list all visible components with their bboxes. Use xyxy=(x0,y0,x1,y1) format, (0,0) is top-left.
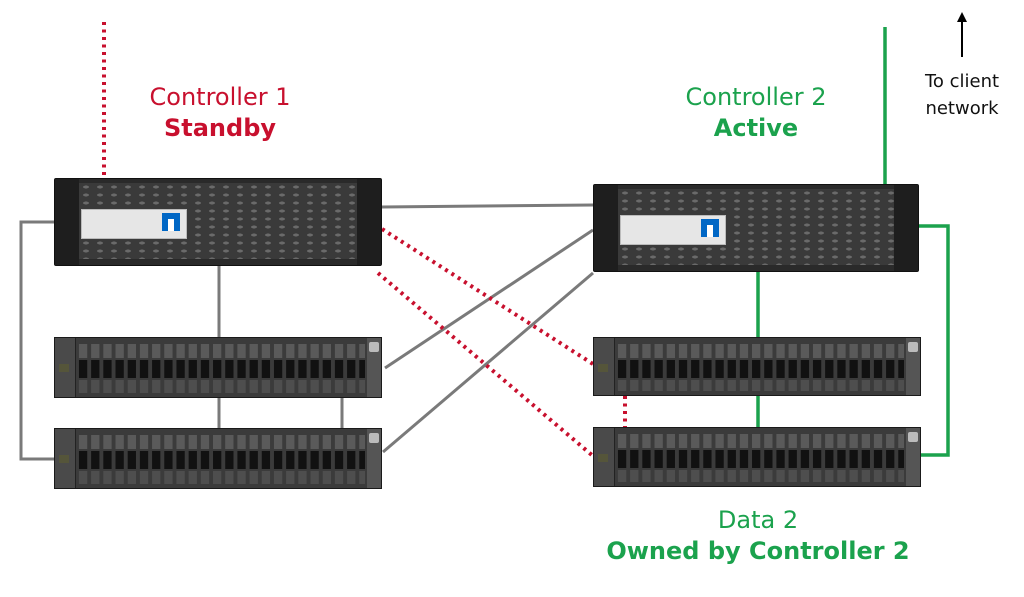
client-network-label: To client network xyxy=(916,68,1008,122)
drive-bays xyxy=(77,433,365,484)
shelf-led-icon xyxy=(598,364,608,372)
chassis-ear-left xyxy=(55,179,79,265)
chassis-ear-right xyxy=(894,185,918,271)
controller-1-title: Controller 1 xyxy=(149,83,291,111)
shelf-right-2[interactable] xyxy=(593,427,921,487)
shelf-led-icon xyxy=(59,455,69,463)
shelf-ear-left xyxy=(55,429,76,488)
arrow-up-head xyxy=(957,12,967,22)
cable-left-loop xyxy=(19,220,56,461)
controller-2-chassis[interactable] xyxy=(593,184,919,272)
shelf-ear-left xyxy=(594,338,615,395)
controller-2-status: Active xyxy=(713,114,799,142)
active-right-loop xyxy=(918,224,950,457)
shelf-button-icon xyxy=(369,342,379,352)
shelf-button-icon xyxy=(908,432,918,442)
controller-2-title: Controller 2 xyxy=(685,83,827,111)
cable-ctrl1-ctrl2 xyxy=(381,203,594,209)
shelf-left-1[interactable] xyxy=(54,337,382,398)
shelf-left-2[interactable] xyxy=(54,428,382,489)
chassis-nameplate xyxy=(620,215,726,245)
chassis-ear-right xyxy=(357,179,381,265)
shelf-button-icon xyxy=(908,342,918,352)
chassis-ear-left xyxy=(594,185,618,271)
drive-bays xyxy=(616,342,904,391)
shelf-led-icon xyxy=(598,454,608,462)
drive-bays xyxy=(616,432,904,482)
shelf-ear-left xyxy=(594,428,615,486)
shelf-led-icon xyxy=(59,364,69,372)
cable-shelf-l2-ctrl2 xyxy=(382,271,594,454)
netapp-logo-icon xyxy=(701,219,719,237)
data-2-title: Data 2 xyxy=(717,506,799,534)
shelf-button-icon xyxy=(369,433,379,443)
standby-ctrl1-shelf-r2 xyxy=(376,271,595,458)
data-2-label: Data 2 Owned by Controller 2 xyxy=(600,505,916,567)
netapp-logo-icon xyxy=(162,213,180,231)
client-network-line2: network xyxy=(925,98,999,119)
drive-bays xyxy=(77,342,365,393)
shelf-ear-right xyxy=(367,338,381,397)
shelf-ear-right xyxy=(367,429,381,488)
controller-1-label: Controller 1 Standby xyxy=(120,82,320,144)
client-network-line1: To client xyxy=(924,71,1000,92)
data-2-owner: Owned by Controller 2 xyxy=(606,537,910,565)
shelf-ear-right xyxy=(906,428,920,486)
chassis-nameplate xyxy=(81,209,187,239)
controller-1-status: Standby xyxy=(163,114,277,142)
shelf-ear-left xyxy=(55,338,76,397)
controller-2-label: Controller 2 Active xyxy=(656,82,856,144)
shelf-ear-right xyxy=(906,338,920,395)
shelf-right-1[interactable] xyxy=(593,337,921,396)
controller-1-chassis[interactable] xyxy=(54,178,382,266)
